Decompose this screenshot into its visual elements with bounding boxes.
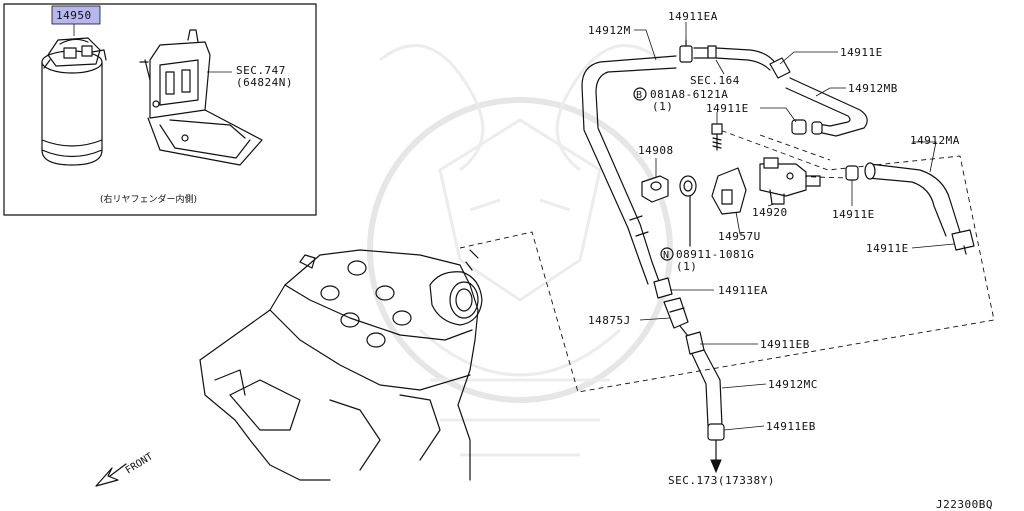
clamp-14911e-right	[951, 229, 975, 255]
inset-caption: (右リヤフェンダー内側)	[100, 193, 197, 205]
watermark-emblem	[367, 44, 673, 457]
bushing	[679, 175, 697, 197]
label-bolt-qty: (1)	[652, 100, 673, 113]
hose-14912mc	[691, 349, 723, 427]
clamp-14911e-top	[769, 57, 791, 79]
label-sec173: SEC.173(17338Y)	[668, 474, 775, 487]
bracket-14957u	[711, 167, 747, 215]
clamp-14911eb-low	[707, 423, 725, 441]
sec173-arrow	[710, 439, 722, 474]
label-hose-14912m: 14912M	[588, 24, 631, 37]
leader-lines	[634, 22, 955, 431]
label-clamp-14911ea-low: 14911EA	[718, 284, 768, 297]
clamp-14911e-valve	[845, 165, 859, 181]
label-hose-14912ma: 14912MA	[910, 134, 960, 147]
label-clamp-14911e-mid: 14911E	[706, 102, 749, 115]
label-clamp-14911e-top: 14911E	[840, 46, 883, 59]
canister-part-highlight[interactable]	[51, 5, 101, 25]
svg-text:B: B	[636, 90, 642, 101]
assembly-outline	[459, 129, 995, 393]
svg-text:N: N	[663, 250, 669, 261]
grommet-14908	[641, 175, 669, 203]
label-sec164: SEC.164	[690, 74, 740, 87]
inset-box: 14950	[3, 3, 317, 216]
canister-bracket	[139, 29, 263, 166]
bolt-081a8	[711, 123, 723, 151]
sec747-code: (64824N)	[236, 76, 293, 89]
front-arrow: FRONT	[95, 451, 155, 487]
hose-14912ma	[864, 162, 961, 237]
engine-block	[199, 249, 483, 481]
purge-valve-14920	[759, 157, 821, 205]
bolt-marker: B	[633, 87, 647, 101]
connector-14875j	[663, 297, 689, 337]
part-labels: 14912M 14911EA 14911E SEC.164 14912MB B …	[588, 10, 993, 511]
label-bolt-081a8: 081A8-6121A	[650, 88, 728, 101]
hose-14912mb	[785, 77, 868, 137]
label-clamp-14911e-right: 14911E	[866, 242, 909, 255]
clamp-14911ea-low	[653, 277, 673, 299]
label-clamp-14911e-valve: 14911E	[832, 208, 875, 221]
label-nut-08911: 08911-1081G	[676, 248, 754, 261]
front-label: FRONT	[124, 451, 155, 476]
sec747-label: SEC.747	[236, 64, 286, 77]
nut-marker: N	[660, 247, 674, 261]
evap-canister	[41, 37, 107, 166]
label-clamp-14911eb-top: 14911EB	[760, 338, 810, 351]
label-hose-14912mb: 14912MB	[848, 82, 898, 95]
label-bracket-14957u: 14957U	[718, 230, 761, 243]
label-hose-14912mc: 14912MC	[768, 378, 818, 391]
label-grommet-14908: 14908	[638, 144, 674, 157]
canister-part-number: 14950	[56, 9, 92, 22]
label-valve-14920: 14920	[752, 206, 788, 219]
label-connector-14875j: 14875J	[588, 314, 631, 327]
clamp-14911eb-top	[685, 331, 705, 355]
label-clamp-14911eb-low: 14911EB	[766, 420, 816, 433]
hose-14912m	[581, 55, 677, 285]
clamp-14911e-mid	[791, 119, 807, 135]
label-clamp-14911ea-top: 14911EA	[668, 10, 718, 23]
label-nut-qty: (1)	[676, 260, 697, 273]
sec164-fitting	[693, 45, 777, 71]
figure-code: J22300BQ	[936, 498, 993, 511]
